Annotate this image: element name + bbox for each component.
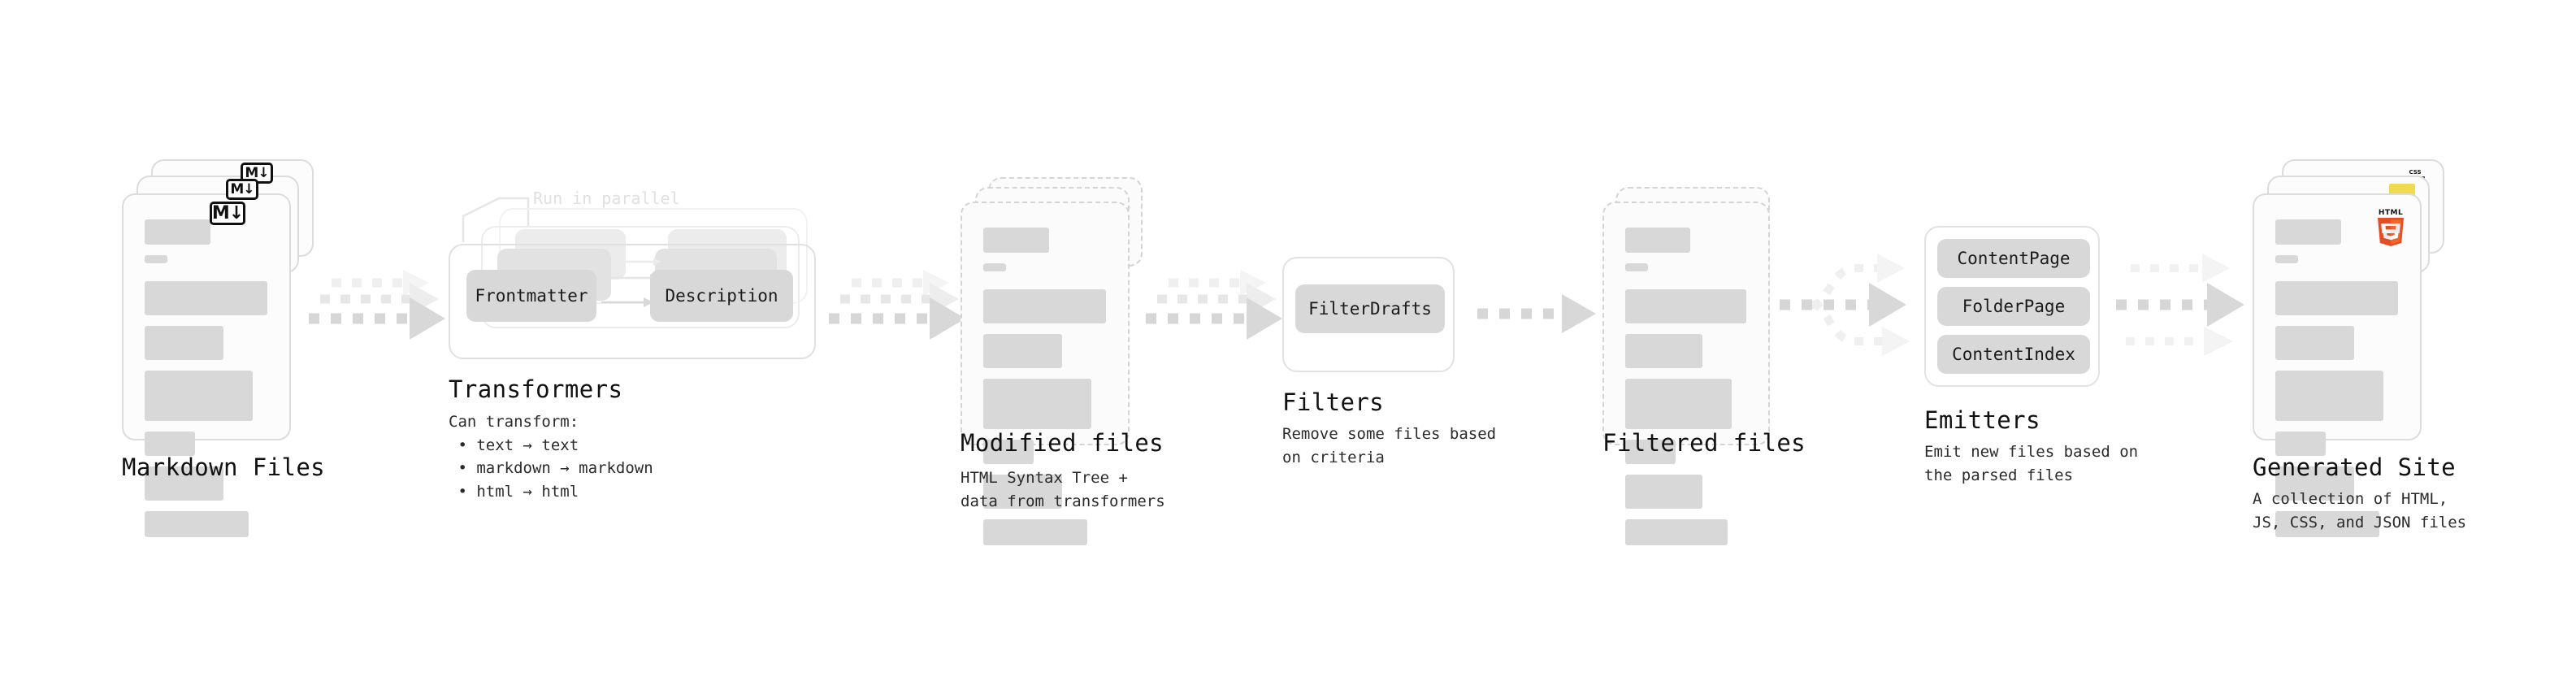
transformers-title: Transformers <box>449 375 623 403</box>
markdown-badge-mid: M↓ <box>226 179 258 200</box>
skeleton-line <box>2275 281 2399 315</box>
skeleton-line <box>1625 519 1728 545</box>
skeleton-line <box>145 326 223 360</box>
connector-transformers-to-modified <box>829 270 965 340</box>
connector-modified-to-filters <box>1146 270 1282 340</box>
skeleton-line <box>2275 511 2379 537</box>
emitter-chip-folderpage: FolderPage <box>1937 287 2090 326</box>
markdown-badge: M↓ <box>210 202 245 225</box>
transformers-subtitle: Can transform: • text → text • markdown … <box>449 413 653 501</box>
generated-card-front: HTML <box>2253 193 2422 537</box>
filters-subtitle: Remove some files based on criteria <box>1282 425 1497 466</box>
connector-filters-to-filtered <box>1477 294 1596 333</box>
transformer-chip-frontmatter: Frontmatter <box>466 270 596 322</box>
transformer-chip-description: Description <box>650 270 793 322</box>
skeleton-line <box>1625 379 1732 429</box>
skeleton-line <box>983 379 1091 429</box>
skeleton-line <box>1625 334 1703 368</box>
skeleton-line <box>2275 255 2299 263</box>
skeleton-line <box>2275 371 2383 421</box>
connector-filtered-to-emitters <box>1780 254 1910 356</box>
connector-emitters-to-site <box>2116 254 2244 356</box>
skeleton-line <box>1625 263 1648 271</box>
run-in-parallel-label: Run in parallel <box>533 189 680 208</box>
skeleton-line <box>1625 440 1676 464</box>
emitters-panel: ContentPage FolderPage ContentIndex <box>1924 226 2100 387</box>
modified-files-title: Modified files <box>961 429 1164 457</box>
skeleton-line <box>983 475 1062 509</box>
skeleton-line <box>145 255 168 263</box>
filtered-files-title: Filtered files <box>1602 429 1806 457</box>
skeleton-line <box>145 281 268 315</box>
markdown-card-skeleton <box>145 219 271 548</box>
skeleton-line <box>983 334 1062 368</box>
skeleton-line <box>2275 219 2342 245</box>
modified-files-subtitle: HTML Syntax Tree + data from transformer… <box>961 469 1165 510</box>
skeleton-line <box>1625 289 1747 323</box>
modified-card-front <box>961 202 1130 545</box>
svg-text:HTML: HTML <box>2379 209 2403 217</box>
html5-badge: HTML <box>2378 209 2404 246</box>
markdown-badge-back: M↓ <box>241 163 273 184</box>
skeleton-line <box>983 228 1050 253</box>
skeleton-line <box>145 466 223 501</box>
skeleton-line <box>145 511 249 537</box>
modified-card-skeleton <box>983 228 1110 556</box>
markdown-files-title: Markdown Files <box>122 453 326 481</box>
skeleton-line <box>1625 475 1703 509</box>
transformers-panel: Frontmatter Description <box>449 244 816 359</box>
skeleton-line <box>2275 466 2354 501</box>
emitter-chip-contentindex: ContentIndex <box>1937 335 2090 374</box>
skeleton-line <box>145 432 196 456</box>
emitter-chip-contentpage: ContentPage <box>1937 239 2090 278</box>
skeleton-line <box>145 219 211 245</box>
generated-site-title: Generated Site <box>2253 453 2457 481</box>
filtered-card-front <box>1602 202 1770 545</box>
skeleton-line <box>983 440 1034 464</box>
connector-md-to-transformers <box>309 270 445 340</box>
svg-text:CSS: CSS <box>2409 169 2421 176</box>
filtered-card-skeleton <box>1625 228 1750 556</box>
transformer-inner-arrow <box>601 297 653 307</box>
skeleton-line <box>983 519 1087 545</box>
skeleton-line <box>983 263 1007 271</box>
skeleton-line <box>2275 326 2354 360</box>
filters-title: Filters <box>1282 388 1385 416</box>
markdown-card-front <box>122 193 291 537</box>
emitters-subtitle: Emit new files based on the parsed files <box>1924 443 2139 484</box>
filter-chip-filterdrafts: FilterDrafts <box>1295 284 1445 333</box>
skeleton-line <box>2275 432 2327 456</box>
skeleton-line <box>1625 228 1691 253</box>
skeleton-line <box>983 289 1107 323</box>
emitters-title: Emitters <box>1924 406 2040 434</box>
generated-card-skeleton <box>2275 219 2402 548</box>
skeleton-line <box>145 371 253 421</box>
generated-site-subtitle: A collection of HTML, JS, CSS, and JSON … <box>2253 490 2467 531</box>
filters-panel: FilterDrafts <box>1282 257 1455 372</box>
